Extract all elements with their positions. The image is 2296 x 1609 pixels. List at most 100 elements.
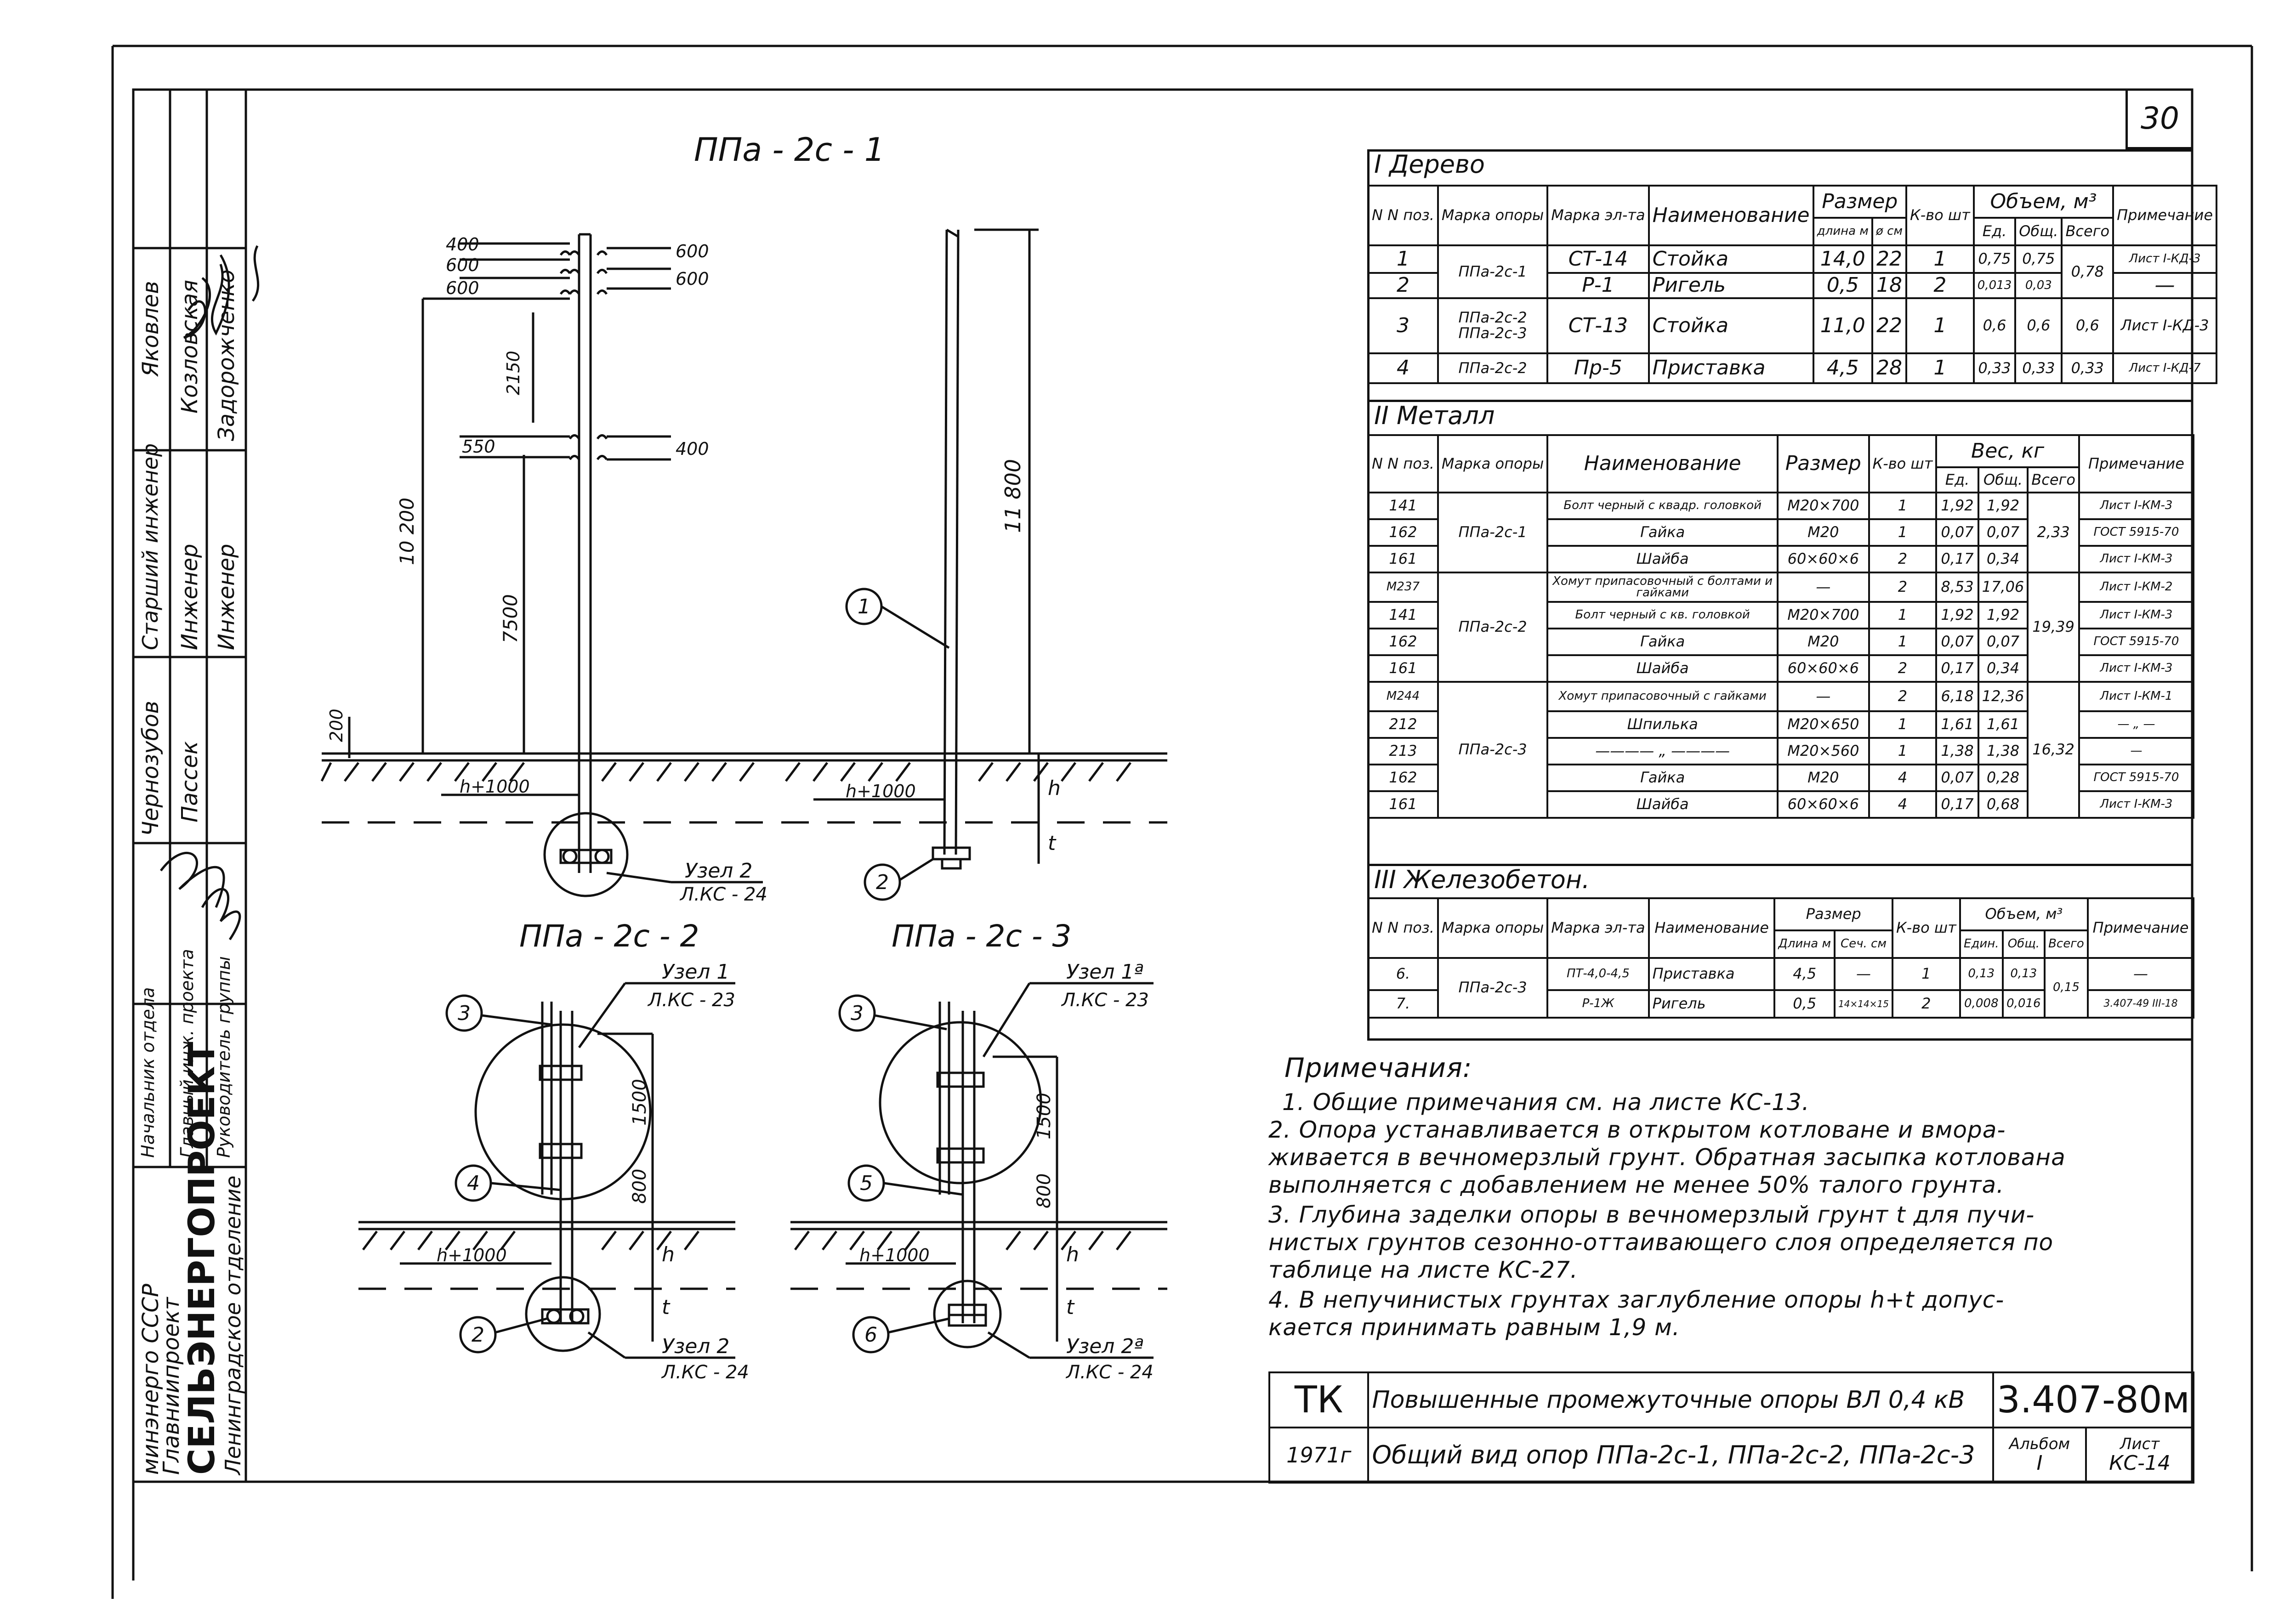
cell: 0,33 — [1972, 352, 2017, 384]
col-header: К-во шт — [1868, 434, 1938, 493]
cell: 0,75 — [1972, 244, 2017, 274]
cell: 0,07 — [1935, 518, 1979, 547]
cell: Лист I-КМ-2 — [2078, 572, 2195, 603]
note-line: таблице на листе КС-27. — [1268, 1257, 1578, 1283]
cell: 2,33 — [2027, 492, 2080, 573]
callout-number: 2 — [876, 871, 889, 894]
table-row: 212 Шпилька М20×650 1 1,61 1,61 — „ — — [1367, 710, 2195, 739]
cell: Шпилька — [1546, 710, 1779, 739]
col-header: Вес, кг — [1935, 434, 2080, 468]
cell: Лист I-КМ-1 — [2078, 681, 2195, 712]
node-sheet: Л.КС - 24 — [1065, 1362, 1154, 1383]
cell: 17,06 — [1977, 572, 2029, 603]
drawing-ppa-2s-1: ППа - 2с - 1 — [320, 131, 885, 905]
title-block-year: 1971г — [1268, 1427, 1370, 1484]
cell: 162 — [1367, 628, 1439, 656]
cell: Гайка — [1546, 764, 1779, 792]
cell: 0,07 — [1935, 628, 1979, 656]
cell: 0,6 — [2014, 297, 2063, 354]
cell: — „ — — [2078, 710, 2195, 739]
cell: 3.407-49 III-18 — [2087, 989, 2194, 1019]
col-header: Наименование — [1648, 185, 1814, 246]
cell: М20×700 — [1777, 601, 1870, 629]
dim-label: 10 200 — [396, 498, 418, 565]
table-row: 213 ———— „ ———— М20×560 1 1,38 1,38 — — [1367, 737, 2195, 765]
table-row: 161 Шайба 60×60×6 2 0,17 0,34 Лист I-КМ-… — [1367, 654, 2195, 683]
col-header: Всего — [2043, 929, 2089, 959]
cell: 1 — [1868, 492, 1938, 520]
cell: М20 — [1777, 518, 1870, 547]
table-row: М244 ППа-2с-3 Хомут припасовочный с гайк… — [1367, 681, 2195, 819]
spec-concrete: III Железобетон. N N поз. Марка опоры Ма… — [1367, 865, 2194, 1041]
callout-number: 3 — [458, 1002, 471, 1025]
album-value: I — [2036, 1451, 2043, 1475]
dim-label: t — [662, 1296, 671, 1319]
node-sheet: Л.КС - 24 — [679, 884, 767, 905]
cell: 18 — [1871, 272, 1908, 299]
cell: ППа-2с-2 ППа-2с-3 — [1437, 297, 1549, 354]
col-header: N N поз. — [1367, 434, 1439, 493]
dim-label: 1500 — [629, 1079, 650, 1126]
album-label: Альбом — [2009, 1435, 2070, 1454]
cell: 1,92 — [1935, 601, 1979, 629]
cell: ППа-2с-1 — [1437, 244, 1549, 299]
drawing-ppa-2s-3: ППа - 2с - 3 3 5 6 Узел 1ª Л.КС - 23 Узе… — [790, 918, 1167, 1383]
section-title: II Металл — [1374, 401, 1495, 430]
col-header: ø см — [1871, 217, 1908, 246]
col-header: Длина м — [1773, 929, 1836, 959]
table-row: М237 ППа-2с-2 Хомут припасовочный с болт… — [1367, 572, 2195, 683]
stamp-org-line: Главниипроект — [159, 1297, 184, 1475]
cell: 2 — [1868, 572, 1938, 603]
node-sheet: Л.КС - 23 — [647, 990, 735, 1011]
cell: 0,33 — [2061, 352, 2114, 384]
dim-label: h — [1066, 1243, 1079, 1266]
cell: ГОСТ 5915-70 — [2078, 764, 2195, 792]
table-row: 162 Гайка М20 1 0,07 0,07 ГОСТ 5915-70 — [1367, 518, 2195, 547]
col-header: длина м — [1812, 217, 1873, 246]
note-line: 4. В непучинистых грунтах заглубление оп… — [1268, 1286, 2005, 1313]
dim-label: t — [1066, 1296, 1075, 1319]
drawing-title: ППа - 2с - 2 — [519, 918, 699, 954]
cell: 60×60×6 — [1777, 654, 1870, 683]
cell: 1,38 — [1935, 737, 1979, 765]
cell: 0,28 — [1977, 764, 2029, 792]
drawing-title: ППа - 2с - 1 — [694, 131, 885, 169]
cell: 0,17 — [1935, 654, 1979, 683]
callout-number: 5 — [860, 1172, 873, 1195]
node-label: Узел 2 — [685, 859, 752, 883]
cell: М20×700 — [1777, 492, 1870, 520]
cell: 212 — [1367, 710, 1439, 739]
cell: 22 — [1871, 297, 1908, 354]
stamp-org-line: Ленинградское отделение — [221, 1175, 245, 1475]
title-block-doc-number: 3.407-80м — [1992, 1371, 2195, 1428]
cell: 4 — [1868, 790, 1938, 819]
col-header: К-во шт — [1905, 185, 1975, 246]
col-header: Марка эл-та — [1546, 897, 1650, 959]
dim-label: 600 — [446, 278, 479, 298]
cell: 0,07 — [1977, 628, 2029, 656]
cell: 28 — [1871, 352, 1908, 384]
col-header: N N поз. — [1367, 897, 1439, 959]
dim-label: 800 — [629, 1169, 650, 1204]
cell: 8,53 — [1935, 572, 1979, 603]
title-block-subtitle: Общий вид опор ППа-2с-1, ППа-2с-2, ППа-2… — [1367, 1427, 1994, 1484]
cell: 0,03 — [2014, 272, 2063, 299]
table-row: 2 Р-1 Ригель 0,5 18 2 0,013 0,03 — — [1367, 272, 2218, 299]
callout-number: 6 — [864, 1323, 877, 1347]
cell: Лист I-КД-3 — [2112, 297, 2218, 354]
col-header: Марка эл-та — [1546, 185, 1650, 246]
cell: 0,13 — [1959, 957, 2004, 991]
cell: 161 — [1367, 790, 1439, 819]
cell: 4,5 — [1773, 957, 1836, 991]
spec-wood: I Дерево N N поз. Марка опоры Марка эл-т… — [1367, 149, 2218, 402]
cell: — — [1834, 957, 1893, 991]
cell: 0,78 — [2061, 244, 2114, 299]
page-number-box: 30 — [2126, 90, 2192, 149]
spec-metal: II Металл N N поз. Марка опоры Наименова… — [1367, 401, 2195, 866]
cell: СТ-14 — [1546, 244, 1650, 274]
drawing-pole-11800: 11 800 1 2 h+1000 h t — [781, 228, 1167, 901]
title-block-code: ТК — [1268, 1371, 1370, 1428]
node-label: Узел 1 — [662, 960, 729, 984]
cell: Лист I-КМ-3 — [2078, 601, 2195, 629]
